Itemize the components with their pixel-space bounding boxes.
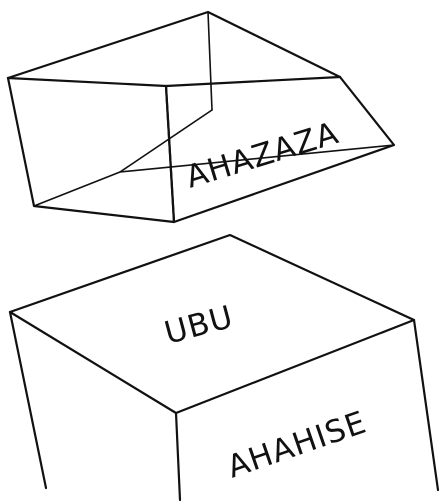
closed-box-side-label: AHAHISE — [223, 404, 371, 485]
open-box-side-label: AHAZAZA — [182, 115, 343, 196]
open-box-inner-edge-back — [208, 12, 212, 110]
closed-box-left-face — [10, 312, 46, 488]
closed-box-top-label: UBU — [161, 299, 238, 352]
closed-box-front-edge — [176, 413, 180, 500]
closed-box: UBU AHAHISE — [10, 235, 438, 500]
closed-box-right-edge — [414, 320, 438, 490]
open-box: AHAZAZA — [8, 12, 394, 222]
open-box-front-rim — [8, 77, 340, 86]
open-box-left-face — [8, 78, 174, 222]
open-box-inner-edge-floor — [34, 110, 212, 206]
open-box-back-rim — [8, 12, 340, 78]
